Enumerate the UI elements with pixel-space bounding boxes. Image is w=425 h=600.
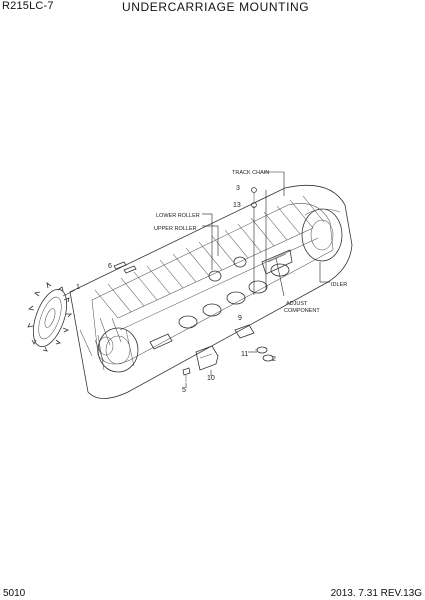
page-title: UNDERCARRIAGE MOUNTING — [122, 0, 310, 14]
label-track-chain: TRACK CHAIN — [232, 170, 269, 176]
callout-3: 3 — [236, 185, 240, 192]
label-component: COMPONENT — [284, 308, 320, 314]
model-code: R215LC-7 — [2, 0, 54, 12]
leader-lines — [62, 171, 330, 388]
label-adjust: ADJUST — [286, 301, 308, 307]
label-lower-roller: LOWER ROLLER — [156, 213, 200, 219]
callout-5: 5 — [182, 387, 186, 394]
callout-10: 10 — [207, 375, 215, 382]
label-upper-roller: UPPER ROLLER — [154, 226, 197, 232]
callout-9: 9 — [238, 315, 242, 322]
part-labels: TRACK CHAIN LOWER ROLLER UPPER ROLLER ID… — [76, 170, 347, 394]
callout-11: 11 — [241, 351, 248, 358]
hardware-parts — [113, 187, 274, 382]
callout-13: 13 — [233, 202, 241, 209]
page-number: 5010 — [3, 588, 26, 599]
label-idler: IDLER — [331, 282, 347, 288]
callout-2: 2 — [272, 356, 276, 363]
track-assembly — [69, 184, 353, 399]
revision-date: 2013. 7.31 REV.13G — [330, 588, 422, 599]
callout-1: 1 — [76, 284, 80, 291]
sprocket — [27, 282, 72, 352]
callout-6: 6 — [108, 263, 112, 270]
